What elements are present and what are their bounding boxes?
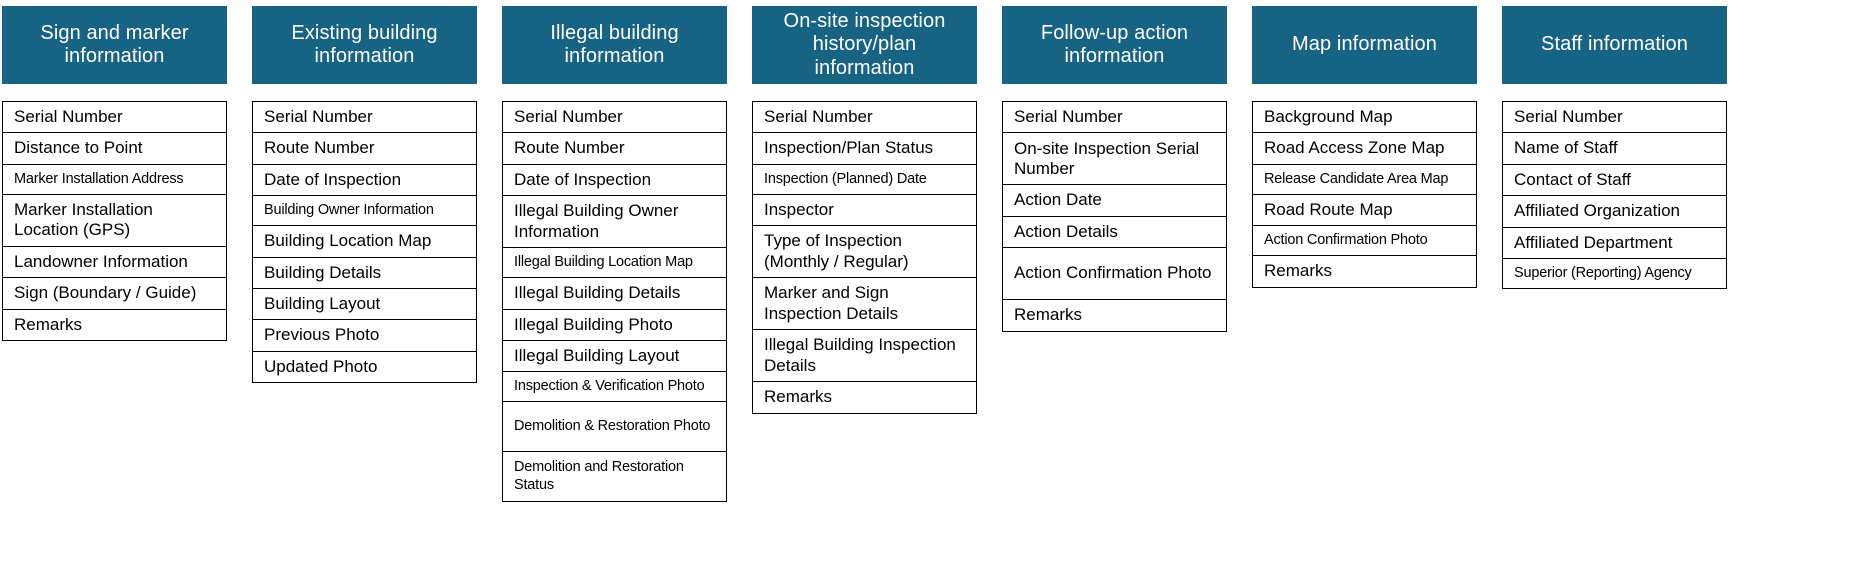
field-row: Serial Number bbox=[3, 102, 226, 134]
field-row: Inspector bbox=[753, 195, 976, 227]
field-row: Remarks bbox=[1253, 256, 1476, 288]
field-row: Demolition and Restoration Status bbox=[503, 452, 726, 503]
field-row: Updated Photo bbox=[253, 352, 476, 384]
column-header-follow-up-action-information: Follow-up action information bbox=[1002, 6, 1227, 84]
field-row: On-site Inspection Serial Number bbox=[1003, 133, 1226, 186]
field-row: Date of Inspection bbox=[253, 165, 476, 197]
field-row: Distance to Point bbox=[3, 133, 226, 165]
field-row: Illegal Building Details bbox=[503, 278, 726, 310]
field-row: Action Confirmation Photo bbox=[1253, 226, 1476, 257]
field-row: Serial Number bbox=[503, 102, 726, 134]
field-row: Serial Number bbox=[253, 102, 476, 134]
field-row: Illegal Building Location Map bbox=[503, 248, 726, 279]
field-row: Remarks bbox=[753, 382, 976, 414]
field-row: Route Number bbox=[253, 133, 476, 165]
field-row: Inspection & Verification Photo bbox=[503, 372, 726, 403]
field-row: Action Confirmation Photo bbox=[1003, 248, 1226, 301]
field-row: Serial Number bbox=[1003, 102, 1226, 134]
field-row: Background Map bbox=[1253, 102, 1476, 134]
field-row: Type of Inspection (Monthly / Regular) bbox=[753, 226, 976, 279]
column-header-staff-information: Staff information bbox=[1502, 6, 1727, 84]
column-on-site-inspection-history-plan-information: On-site inspection history/plan informat… bbox=[752, 6, 977, 414]
field-row: Remarks bbox=[3, 310, 226, 341]
field-row: Contact of Staff bbox=[1503, 165, 1726, 197]
field-row: Illegal Building Owner Information bbox=[503, 196, 726, 249]
field-row: Affiliated Department bbox=[1503, 228, 1726, 259]
field-row: Building Details bbox=[253, 258, 476, 289]
field-row: Remarks bbox=[1003, 300, 1226, 332]
field-row: Previous Photo bbox=[253, 320, 476, 352]
column-header-on-site-inspection-history-plan-information: On-site inspection history/plan informat… bbox=[752, 6, 977, 84]
field-row: Action Details bbox=[1003, 217, 1226, 249]
field-row: Building Layout bbox=[253, 289, 476, 321]
field-row: Building Location Map bbox=[253, 226, 476, 258]
column-header-sign-and-marker-information: Sign and marker information bbox=[2, 6, 227, 84]
field-row: Superior (Reporting) Agency bbox=[1503, 259, 1726, 289]
column-header-illegal-building-information: Illegal building information bbox=[502, 6, 727, 84]
field-row: Building Owner Information bbox=[253, 196, 476, 227]
field-row: Inspection/Plan Status bbox=[753, 133, 976, 165]
field-row: Release Candidate Area Map bbox=[1253, 165, 1476, 195]
field-row: Serial Number bbox=[1503, 102, 1726, 134]
field-row: Illegal Building Layout bbox=[503, 341, 726, 373]
column-header-map-information: Map information bbox=[1252, 6, 1477, 84]
field-row: Road Route Map bbox=[1253, 195, 1476, 227]
field-row: Marker and Sign Inspection Details bbox=[753, 278, 976, 331]
field-row: Inspection (Planned) Date bbox=[753, 165, 976, 195]
field-row: Landowner Information bbox=[3, 247, 226, 279]
field-row: Demolition & Restoration Photo bbox=[503, 402, 726, 453]
field-row: Illegal Building Photo bbox=[503, 310, 726, 341]
field-row: Date of Inspection bbox=[503, 165, 726, 197]
field-row: Marker Installation Address bbox=[3, 165, 226, 195]
field-row: Illegal Building Inspection Details bbox=[753, 330, 976, 383]
field-row: Serial Number bbox=[753, 102, 976, 134]
field-row: Marker Installation Location (GPS) bbox=[3, 195, 226, 247]
field-row: Affiliated Organization bbox=[1503, 196, 1726, 228]
field-row: Action Date bbox=[1003, 185, 1226, 217]
field-row: Name of Staff bbox=[1503, 133, 1726, 165]
field-row: Sign (Boundary / Guide) bbox=[3, 278, 226, 310]
column-header-existing-building-information: Existing building information bbox=[252, 6, 477, 84]
field-row: Route Number bbox=[503, 133, 726, 165]
field-row: Road Access Zone Map bbox=[1253, 133, 1476, 165]
